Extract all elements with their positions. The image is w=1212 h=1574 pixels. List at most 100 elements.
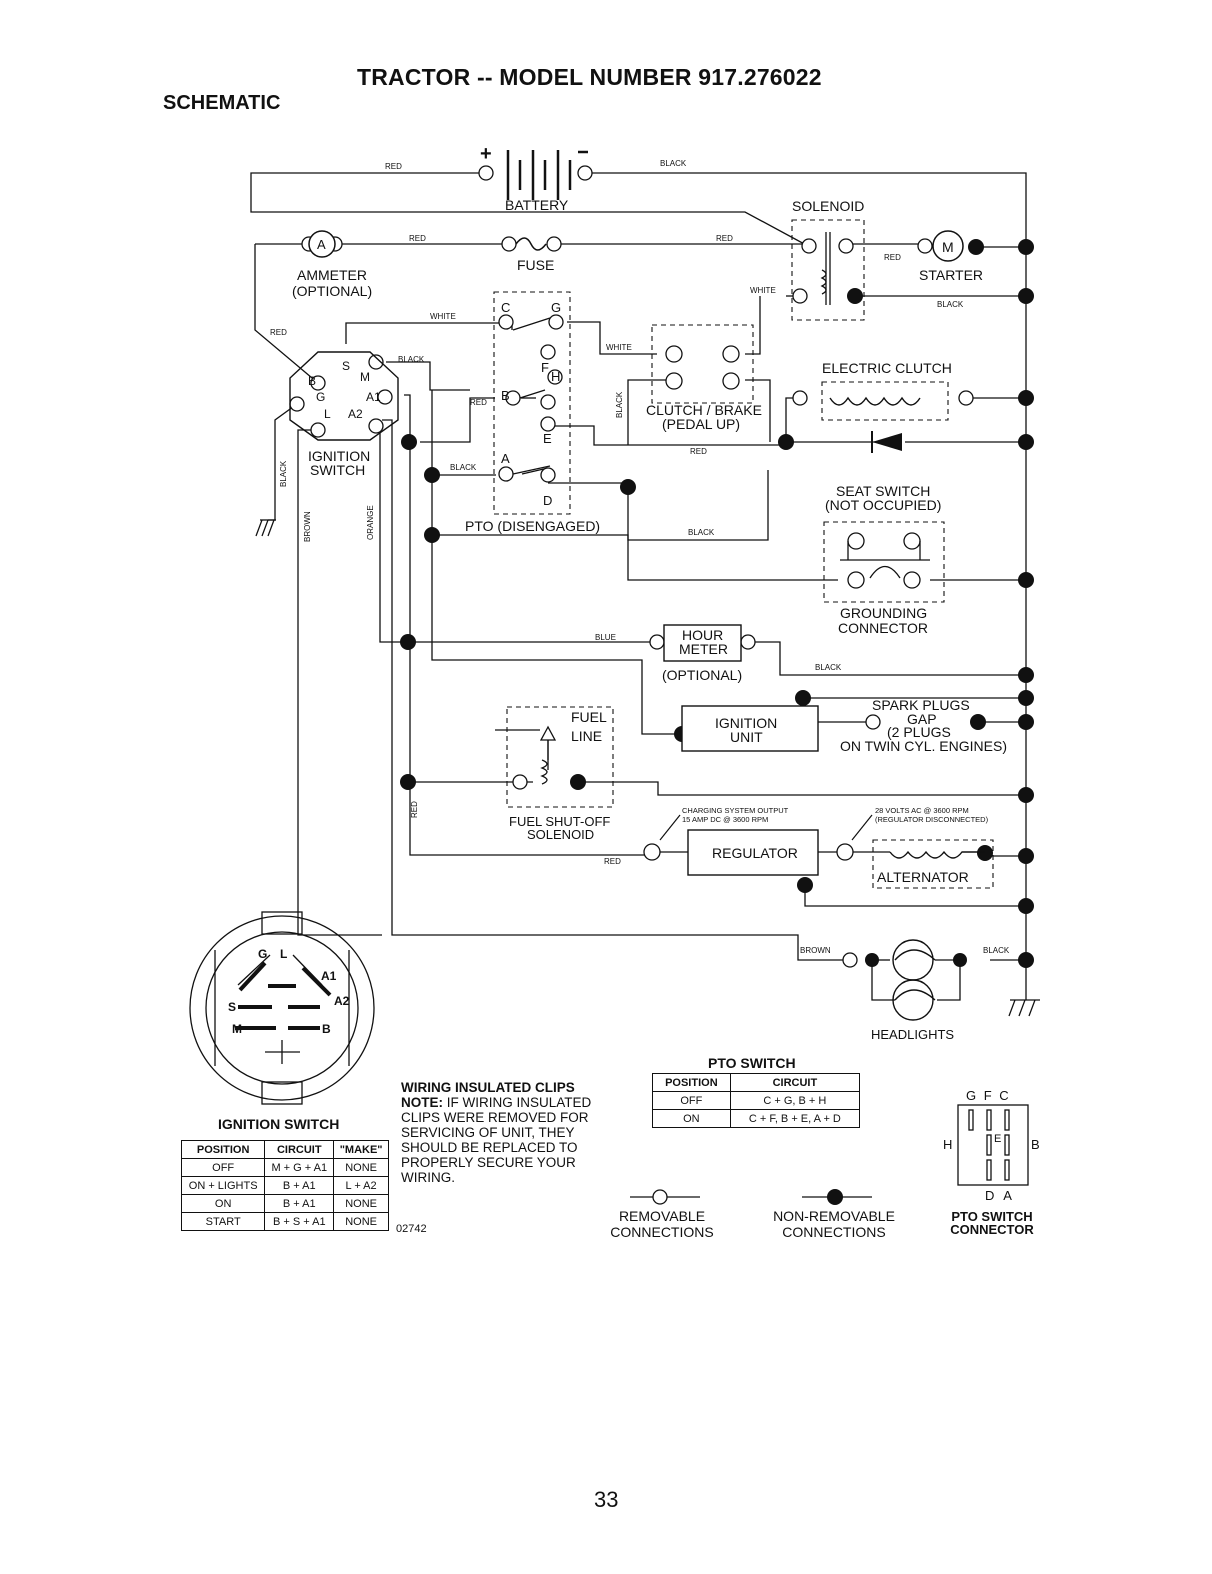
dashed-boxes bbox=[493, 219, 994, 889]
fuse-label: FUSE bbox=[517, 257, 554, 273]
schematic-heading: SCHEMATIC bbox=[163, 92, 281, 114]
fuel-solenoid-symbol bbox=[539, 725, 557, 785]
ammeter-label: AMMETER bbox=[297, 267, 367, 283]
hour-meter-label-2: METER bbox=[679, 641, 728, 657]
ac-output-label-1: 28 VOLTS AC @ 3600 RPM bbox=[875, 806, 969, 815]
wire-label-red: RED bbox=[410, 801, 419, 818]
charging-output-label-2: 15 AMP DC @ 3600 RPM bbox=[682, 815, 768, 824]
wire-label-red: RED bbox=[470, 398, 487, 407]
ignition-switch-face bbox=[189, 911, 375, 1105]
wire-label-white: WHITE bbox=[430, 312, 456, 321]
spark-plugs-label-1: SPARK PLUGS bbox=[872, 697, 970, 713]
spark-plugs-label-2: GAP bbox=[907, 711, 937, 727]
svg-text:B: B bbox=[322, 1022, 331, 1036]
wire-label-brown: BROWN bbox=[800, 946, 831, 955]
pto-terminal-h: H bbox=[551, 369, 560, 384]
seat-switch-contact bbox=[840, 541, 930, 579]
ignition-switch-symbol bbox=[289, 351, 399, 441]
ac-output-label-2: (REGULATOR DISCONNECTED) bbox=[875, 815, 989, 824]
ignition-unit-label-1: IGNITION bbox=[715, 715, 777, 731]
solenoid-coil bbox=[820, 232, 831, 305]
page-title: TRACTOR -- MODEL NUMBER 917.276022 bbox=[357, 64, 822, 90]
hour-meter-optional-label: (OPTIONAL) bbox=[662, 667, 742, 683]
svg-text:M: M bbox=[232, 1022, 242, 1036]
battery-label: BATTERY bbox=[505, 197, 569, 213]
starter-letter: M bbox=[942, 239, 954, 255]
ammeter-optional-label: (OPTIONAL) bbox=[292, 283, 372, 299]
seat-switch-label-1: SEAT SWITCH bbox=[836, 483, 930, 499]
fuel-line-label-1: FUEL bbox=[571, 709, 607, 725]
wire-label-red: RED bbox=[604, 857, 621, 866]
page-number: 33 bbox=[594, 1487, 619, 1512]
wire-label-black: BLACK bbox=[279, 460, 288, 487]
legend-removable-circle bbox=[652, 1189, 668, 1205]
wire-label-red: RED bbox=[385, 162, 402, 171]
wire-label-red: RED bbox=[884, 253, 901, 262]
ground-symbols bbox=[255, 519, 1040, 1017]
electric-clutch-box bbox=[821, 381, 949, 421]
pto-terminal-c: C bbox=[501, 300, 510, 315]
wire-label-black: BLACK bbox=[688, 528, 715, 537]
electric-clutch-label: ELECTRIC CLUTCH bbox=[822, 360, 952, 376]
wire-label-white: WHITE bbox=[750, 286, 776, 295]
ign-terminal-s: S bbox=[342, 359, 350, 373]
battery-plus-sign: + bbox=[480, 143, 492, 165]
electric-clutch-coil bbox=[829, 396, 921, 406]
wire-label-red: RED bbox=[690, 447, 707, 456]
clips-note: WIRING INSULATED CLIPS NOTE: IF WIRING I… bbox=[401, 1080, 592, 1185]
ign-terminal-m: M bbox=[360, 370, 370, 384]
fuel-solenoid-label-2: SOLENOID bbox=[527, 827, 594, 842]
svg-text:S: S bbox=[228, 1000, 236, 1014]
svg-text:L: L bbox=[280, 947, 287, 961]
ignition-switch-label-1: IGNITION bbox=[308, 448, 370, 464]
pto-connector-b: B bbox=[1031, 1137, 1040, 1152]
starter-label: STARTER bbox=[919, 267, 983, 283]
svg-text:G: G bbox=[258, 947, 267, 961]
wire-label-black: BLACK bbox=[660, 159, 687, 168]
wire-label-red: RED bbox=[409, 234, 426, 243]
wire-label-black: BLACK bbox=[983, 946, 1010, 955]
ign-terminal-l: L bbox=[324, 407, 331, 421]
pto-connector-h: H bbox=[943, 1137, 953, 1152]
fuel-solenoid-box bbox=[506, 706, 614, 808]
wire-label-black: BLACK bbox=[398, 355, 425, 364]
clutch-brake-label-1: CLUTCH / BRAKE bbox=[646, 402, 762, 418]
pto-terminal-g: G bbox=[551, 300, 561, 315]
pto-terminal-a: A bbox=[501, 451, 510, 466]
hour-meter-label-1: HOUR bbox=[682, 627, 723, 643]
ignition-unit-box bbox=[681, 705, 819, 752]
legend-nonremovable-dot bbox=[827, 1189, 843, 1205]
ammeter-letter: A bbox=[317, 237, 326, 252]
fuel-solenoid-label-1: FUEL SHUT-OFF bbox=[509, 814, 610, 829]
spark-plugs-label-3: (2 PLUGS bbox=[887, 724, 951, 740]
wire-label-black: BLACK bbox=[450, 463, 477, 472]
ignition-face-letters: G L A1 A2 S M B bbox=[228, 947, 350, 1036]
pto-connector-bottom-letters: D A bbox=[985, 1188, 1015, 1203]
fuel-line-label-2: LINE bbox=[571, 728, 602, 744]
charging-output-label-1: CHARGING SYSTEM OUTPUT bbox=[682, 806, 789, 815]
ignition-switch-label-2: SWITCH bbox=[310, 462, 365, 478]
pto-connector-top-letters: G F C bbox=[966, 1088, 1011, 1103]
clutch-brake-box bbox=[651, 324, 754, 404]
pto-contacts bbox=[512, 317, 551, 475]
starter-motor-symbol bbox=[932, 230, 964, 262]
regulator-label: REGULATOR bbox=[712, 845, 798, 861]
wire-label-red: RED bbox=[716, 234, 733, 243]
svg-text:A1: A1 bbox=[321, 969, 337, 983]
alternator-label: ALTERNATOR bbox=[877, 869, 969, 885]
ign-terminal-b: B bbox=[308, 374, 316, 388]
ign-terminal-g: G bbox=[316, 390, 325, 404]
pto-switch-box bbox=[493, 291, 571, 515]
wire-label-black: BLACK bbox=[815, 663, 842, 672]
figure-code: 02742 bbox=[396, 1223, 427, 1235]
regulator-box bbox=[687, 829, 819, 876]
pto-connector-e: E bbox=[994, 1133, 1002, 1145]
